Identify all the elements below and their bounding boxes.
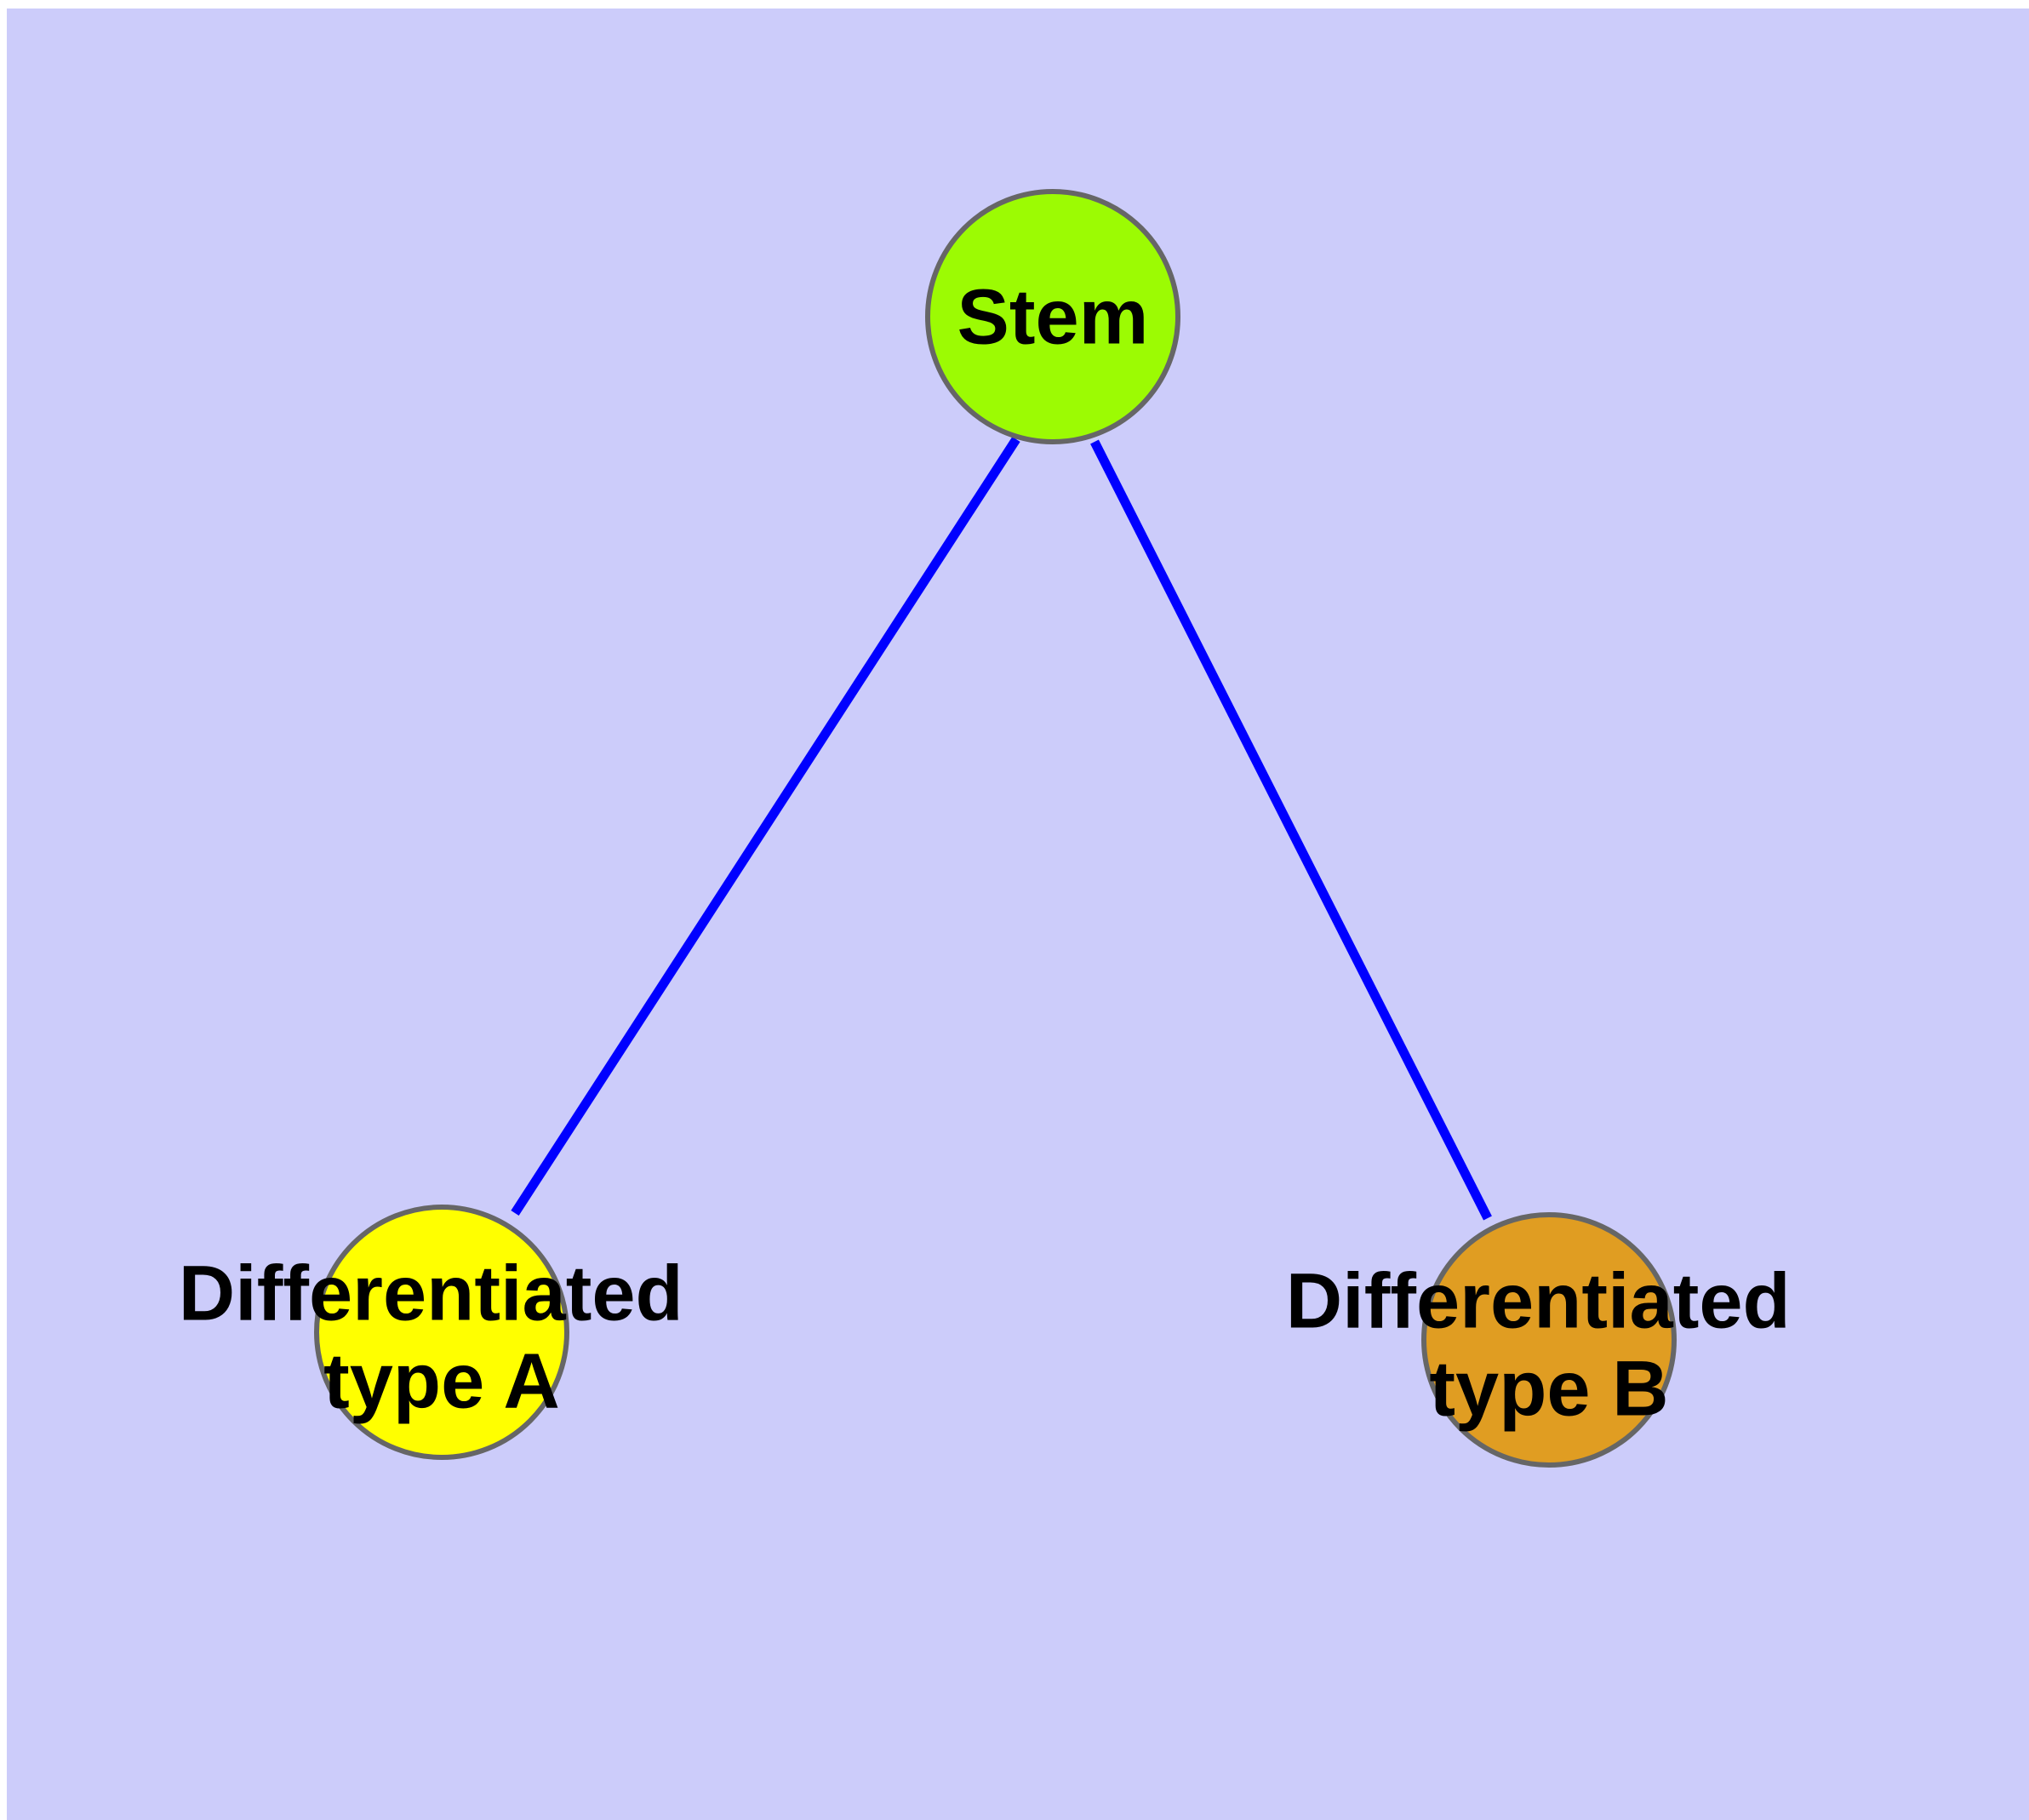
node-stem-label-line-1: Stem	[957, 274, 1149, 361]
node-differentiated-type-b-circle[interactable]	[1421, 1212, 1677, 1468]
edge-stem-to-differentiated-type-a[interactable]	[511, 437, 1020, 1216]
node-differentiated-type-b-label: Differentiated type B	[1286, 1257, 1813, 1432]
node-layer: Stem Differentiated type A Differentiate…	[179, 189, 1813, 1468]
node-differentiated-type-a-label-line-1: Differentiated	[179, 1250, 683, 1336]
graph-svg: Stem Differentiated type A Differentiate…	[179, 189, 1813, 1468]
node-differentiated-type-b-label-line-1: Differentiated	[1286, 1257, 1791, 1344]
node-stem[interactable]: Stem	[925, 189, 1180, 444]
node-differentiated-type-a-label: Differentiated type A	[179, 1250, 706, 1424]
edge-layer	[511, 437, 1492, 1221]
edge-stem-to-differentiated-type-b[interactable]	[1090, 439, 1492, 1221]
node-differentiated-type-a[interactable]: Differentiated type A	[179, 1205, 706, 1460]
node-differentiated-type-b-label-line-2: type B	[1429, 1345, 1668, 1432]
node-differentiated-type-a-label-line-2: type A	[323, 1337, 560, 1424]
node-stem-label: Stem	[957, 274, 1149, 361]
node-stem-circle[interactable]	[925, 189, 1180, 444]
node-differentiated-type-a-circle[interactable]	[314, 1205, 569, 1460]
node-differentiated-type-b[interactable]: Differentiated type B	[1286, 1212, 1813, 1468]
plot-area: Stem Differentiated type A Differentiate…	[7, 9, 2029, 1820]
